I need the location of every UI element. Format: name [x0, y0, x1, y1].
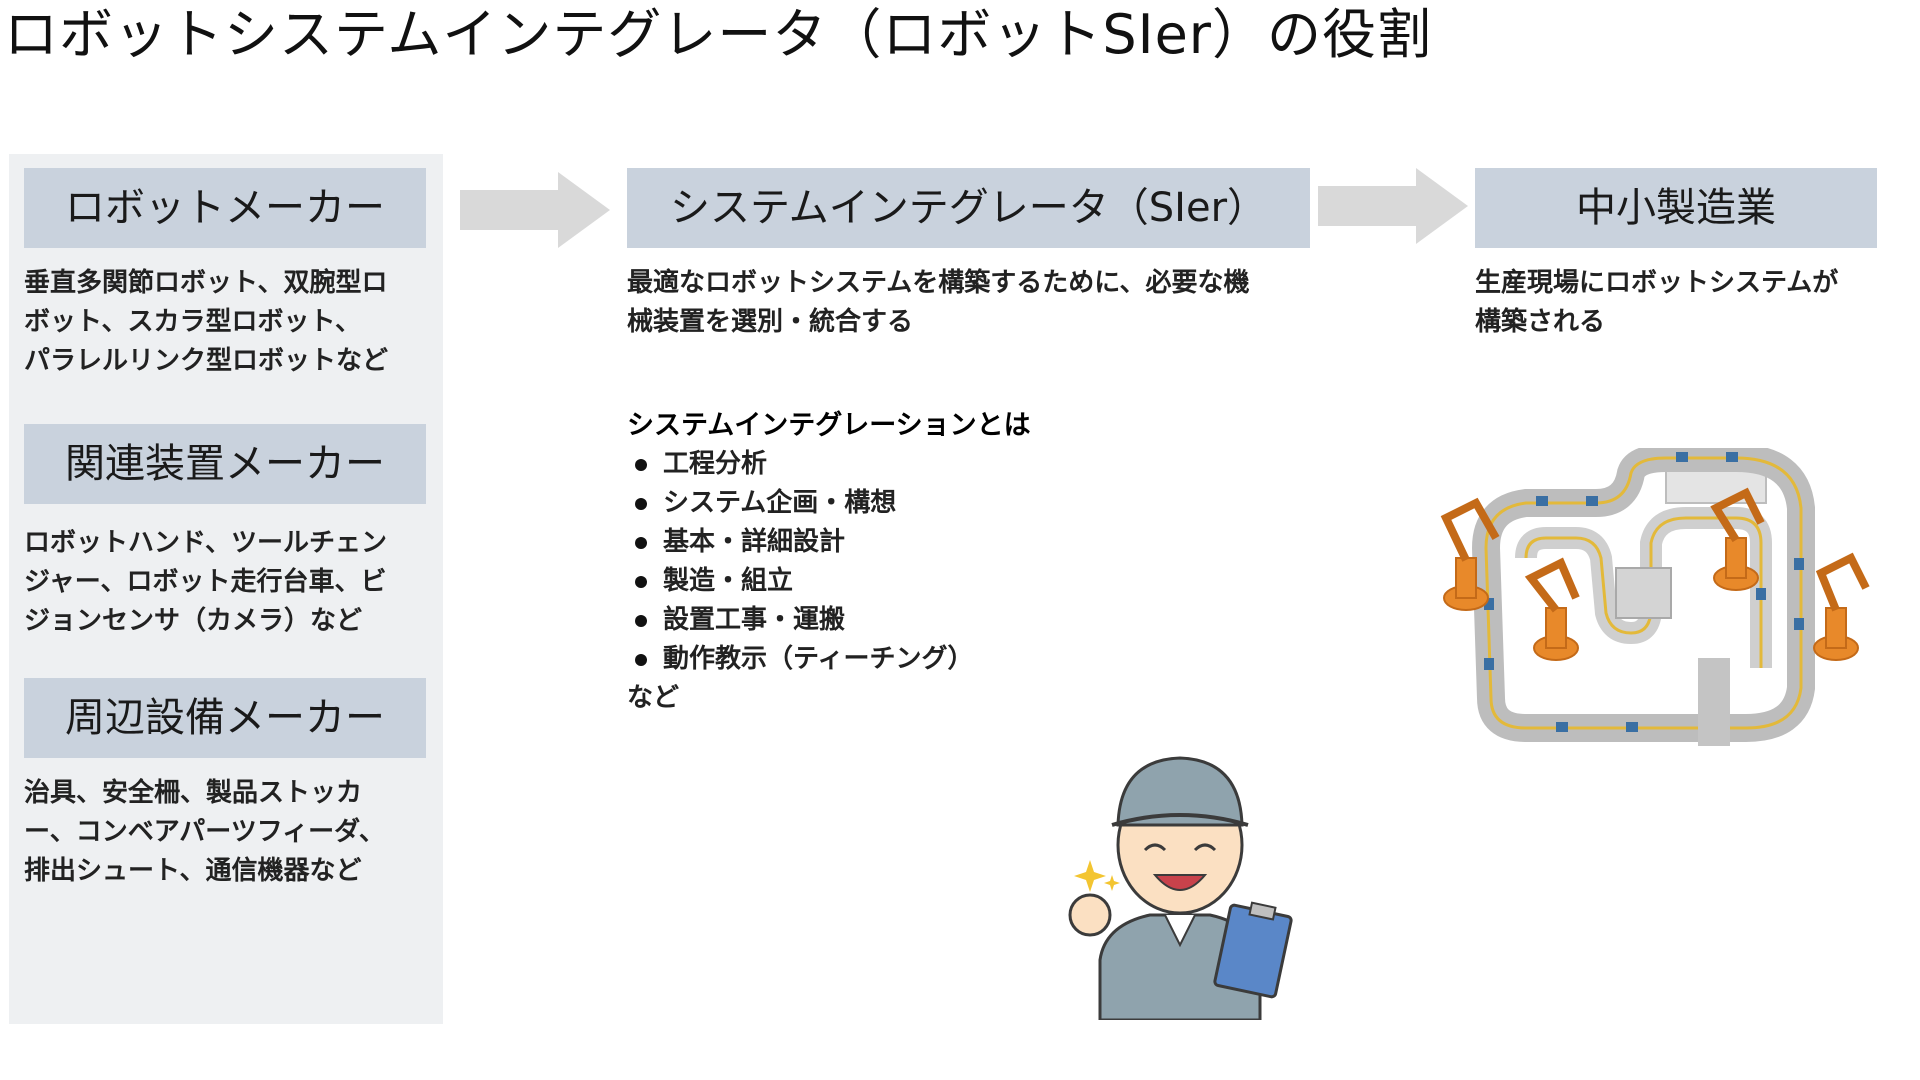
category-box-robot-maker: ロボットメーカー: [24, 168, 426, 248]
category-desc-related-equipment: ロボットハンド、ツールチェン ジャー、ロボット走行台車、ビ ジョンセンサ（カメラ…: [24, 524, 434, 641]
list-item: 工程分析: [627, 445, 1267, 484]
list-item-label: 工程分析: [663, 449, 768, 479]
list-item-label: 設置工事・運搬: [663, 605, 846, 635]
desc-line: 生産現場にロボットシステムが: [1475, 268, 1839, 298]
bullet-icon: [635, 576, 647, 588]
bullet-icon: [635, 537, 647, 549]
worker-ok-sign-icon: [1068, 756, 1293, 1020]
desc-line: ジョンセンサ（カメラ）など: [24, 606, 363, 636]
sier-heading: システムインテグレータ（SIer）: [669, 185, 1268, 231]
flow-arrow-icon: [1318, 168, 1468, 244]
manufacturer-heading-box: 中小製造業: [1475, 168, 1877, 248]
integration-list: 工程分析 システム企画・構想 基本・詳細設計 製造・組立 設置工事・運搬 動作教…: [627, 445, 1267, 679]
manufacturer-heading: 中小製造業: [1576, 185, 1776, 231]
desc-line: ロボットハンド、ツールチェン: [24, 528, 387, 558]
list-item: 動作教示（ティーチング）: [627, 640, 1267, 679]
category-label: 関連装置メーカー: [65, 441, 385, 487]
sier-description: 最適なロボットシステムを構築するために、必要な機 械装置を選別・統合する: [627, 264, 1327, 342]
list-item: システム企画・構想: [627, 484, 1267, 523]
factory-line-icon: [1440, 448, 1870, 746]
category-label: ロボットメーカー: [65, 185, 385, 231]
category-label: 周辺設備メーカー: [65, 695, 385, 741]
integration-more: など: [627, 683, 680, 713]
list-item: 設置工事・運搬: [627, 601, 1267, 640]
list-item: 製造・組立: [627, 562, 1267, 601]
desc-line: ボット、スカラ型ロボット、: [24, 307, 361, 337]
desc-line: 構築される: [1475, 307, 1606, 337]
list-item-label: システム企画・構想: [663, 488, 897, 518]
integration-title: システムインテグレーションとは: [627, 410, 1031, 441]
category-box-related-equipment: 関連装置メーカー: [24, 424, 426, 504]
manufacturer-description: 生産現場にロボットシステムが 構築される: [1475, 264, 1895, 342]
list-item-label: 基本・詳細設計: [663, 527, 846, 557]
desc-line: 治具、安全柵、製品ストッカ: [24, 778, 363, 808]
desc-line: 械装置を選別・統合する: [627, 307, 914, 337]
category-desc-robot-maker: 垂直多関節ロボット、双腕型ロ ボット、スカラ型ロボット、 パラレルリンク型ロボッ…: [24, 264, 434, 381]
category-desc-peripheral-equipment: 治具、安全柵、製品ストッカ ー、コンベアパーツフィーダ、 排出シュート、通信機器…: [24, 774, 434, 891]
flow-arrow-icon: [460, 172, 610, 248]
list-item: 基本・詳細設計: [627, 523, 1267, 562]
desc-line: ジャー、ロボット走行台車、ビ: [24, 567, 387, 597]
supplier-panel: [9, 154, 443, 1024]
bullet-icon: [635, 498, 647, 510]
desc-line: 最適なロボットシステムを構築するために、必要な機: [627, 268, 1250, 298]
desc-line: 排出シュート、通信機器など: [24, 856, 362, 886]
list-item-label: 製造・組立: [663, 566, 794, 596]
bullet-icon: [635, 615, 647, 627]
sier-heading-box: システムインテグレータ（SIer）: [627, 168, 1310, 248]
category-box-peripheral-equipment: 周辺設備メーカー: [24, 678, 426, 758]
desc-line: 垂直多関節ロボット、双腕型ロ: [24, 268, 388, 298]
integration-section: システムインテグレーションとは 工程分析 システム企画・構想 基本・詳細設計 製…: [627, 406, 1267, 718]
desc-line: ー、コンベアパーツフィーダ、: [24, 817, 385, 847]
bullet-icon: [635, 459, 647, 471]
desc-line: パラレルリンク型ロボットなど: [24, 346, 389, 376]
page-title: ロボットシステムインテグレータ（ロボットSIer）の役割: [4, 3, 1433, 66]
list-item-label: 動作教示（ティーチング）: [663, 644, 974, 674]
bullet-icon: [635, 654, 647, 666]
